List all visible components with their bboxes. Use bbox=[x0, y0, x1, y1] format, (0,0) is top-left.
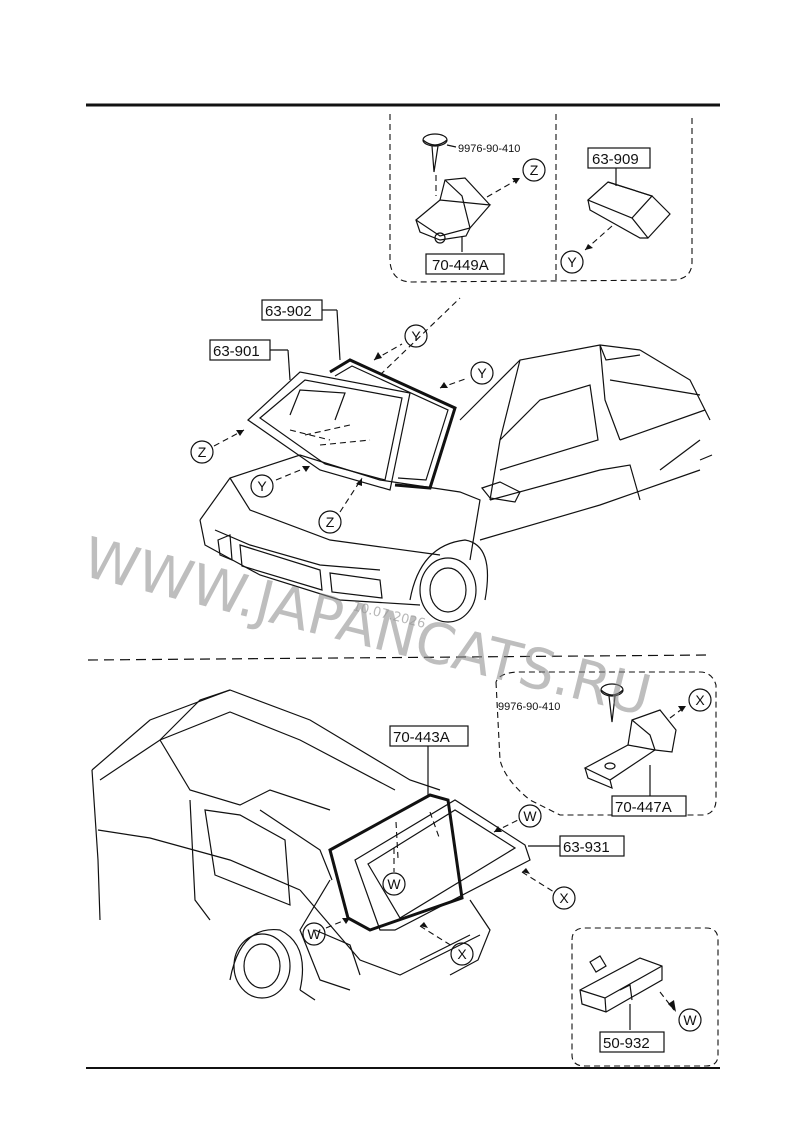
callout-Y-top[interactable]: Y bbox=[560, 250, 584, 274]
svg-text:Y: Y bbox=[411, 328, 421, 344]
callout-Z-front-1[interactable]: Z bbox=[190, 440, 214, 464]
part-box-63-902[interactable]: 63-902 bbox=[261, 299, 323, 321]
callout-X-rear-2[interactable]: X bbox=[450, 942, 474, 966]
part-box-63-931[interactable]: 63-931 bbox=[559, 835, 625, 857]
callout-W-rear-2[interactable]: W bbox=[382, 872, 406, 896]
svg-text:70-449A: 70-449A bbox=[432, 257, 489, 274]
svg-text:Y: Y bbox=[257, 478, 267, 494]
svg-text:63-931: 63-931 bbox=[563, 839, 610, 856]
part-label-9976-90-410-bottom[interactable]: 9976-90-410 bbox=[498, 701, 560, 713]
svg-text:50-932: 50-932 bbox=[603, 1035, 650, 1052]
part-box-50-932[interactable]: 50-932 bbox=[599, 1031, 665, 1053]
callout-Y-front-2[interactable]: Y bbox=[470, 361, 494, 385]
screw-top bbox=[422, 133, 457, 173]
part-box-70-443A[interactable]: 70-443A bbox=[389, 725, 469, 747]
rear-car-body bbox=[91, 689, 491, 1001]
svg-text:63-902: 63-902 bbox=[265, 303, 312, 320]
svg-text:Z: Z bbox=[326, 514, 335, 530]
svg-text:X: X bbox=[695, 692, 705, 708]
svg-text:63-901: 63-901 bbox=[213, 343, 260, 360]
clip-50-932 bbox=[579, 955, 676, 1030]
part-box-70-449A[interactable]: 70-449A bbox=[425, 253, 505, 275]
clip-70-449A bbox=[414, 175, 521, 252]
svg-text:63-909: 63-909 bbox=[592, 151, 639, 168]
windshield-63-901 bbox=[247, 371, 411, 491]
callout-Y-front-1[interactable]: Y bbox=[404, 324, 428, 348]
svg-text:Z: Z bbox=[530, 162, 539, 178]
svg-text:70-443A: 70-443A bbox=[393, 729, 450, 746]
callout-Z-front-2[interactable]: Z bbox=[318, 510, 342, 534]
inset-50-932-frame bbox=[571, 927, 719, 1067]
svg-text:70-447A: 70-447A bbox=[615, 799, 672, 816]
pad-63-909 bbox=[584, 168, 671, 251]
bottom-inset-frame bbox=[495, 671, 717, 816]
callout-Z-top[interactable]: Z bbox=[522, 158, 546, 182]
svg-text:X: X bbox=[559, 890, 569, 906]
svg-text:W: W bbox=[387, 876, 401, 892]
callout-W-rear-1[interactable]: W bbox=[518, 804, 542, 828]
weatherstrip-63-902 bbox=[329, 358, 457, 490]
screw-bottom bbox=[600, 683, 624, 723]
part-box-70-447A[interactable]: 70-447A bbox=[611, 795, 687, 817]
svg-text:X: X bbox=[457, 946, 467, 962]
back-glass-63-931 bbox=[354, 799, 531, 931]
callout-X-inset[interactable]: X bbox=[688, 688, 712, 712]
svg-text:W: W bbox=[307, 926, 321, 942]
svg-text:Y: Y bbox=[567, 254, 577, 270]
callout-W-rear-3[interactable]: W bbox=[302, 922, 326, 946]
watermark-text: WWW.JAPANCATS.RU bbox=[77, 526, 658, 730]
part-box-63-901[interactable]: 63-901 bbox=[209, 339, 271, 361]
callout-Y-front-3[interactable]: Y bbox=[250, 474, 274, 498]
svg-text:W: W bbox=[523, 808, 537, 824]
callout-X-rear-1[interactable]: X bbox=[552, 886, 576, 910]
bracket-70-447A bbox=[583, 705, 687, 796]
callout-W-inset[interactable]: W bbox=[678, 1008, 702, 1032]
svg-text:Z: Z bbox=[198, 444, 207, 460]
top-inset-frame bbox=[389, 114, 693, 283]
part-label-9976-90-410-top[interactable]: 9976-90-410 bbox=[458, 143, 520, 155]
part-box-63-909[interactable]: 63-909 bbox=[587, 147, 651, 169]
weatherstrip-70-443A bbox=[328, 793, 464, 932]
svg-text:Y: Y bbox=[477, 365, 487, 381]
svg-text:W: W bbox=[683, 1012, 697, 1028]
front-car-body bbox=[199, 344, 713, 623]
mid-divider bbox=[87, 654, 711, 661]
